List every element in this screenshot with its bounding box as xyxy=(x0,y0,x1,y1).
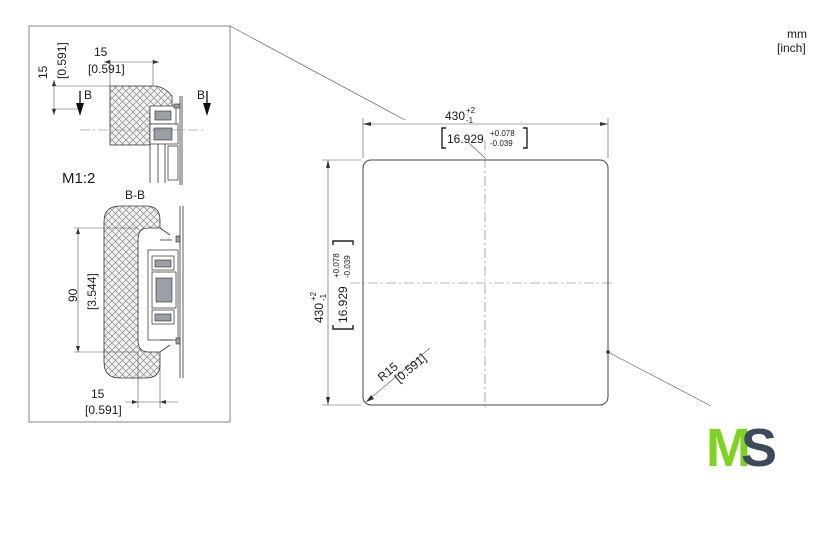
section-marker-right: B xyxy=(197,88,205,102)
logo-letter-m: M xyxy=(706,418,751,478)
logo-letter-s: S xyxy=(741,418,777,478)
panel-height-in-tol-upper: +0.078 xyxy=(332,253,341,278)
section-height-in: [3.544] xyxy=(85,273,99,310)
panel-width-in-tol-lower: -0.039 xyxy=(490,139,513,148)
panel-height-in-tol-lower: -0.039 xyxy=(343,255,352,278)
detail-frame xyxy=(28,25,231,423)
top-detail: 15 [0.591] 15 [0.591] B B xyxy=(36,42,211,185)
top-width-mm: 15 xyxy=(94,45,108,59)
section-profile-hatch xyxy=(103,205,161,379)
panel-width-in-tol-upper: +0.078 xyxy=(490,129,515,138)
section-arrow-left xyxy=(76,103,84,116)
bottom-width-in: [0.591] xyxy=(85,403,122,417)
units-inch: [inch] xyxy=(777,41,806,55)
panel-height-value: 430 xyxy=(312,303,326,323)
section-title: B-B xyxy=(125,188,145,202)
detail-leader-line xyxy=(229,25,406,121)
panel-height-tol-lower: -1 xyxy=(319,293,328,301)
top-width-in: [0.591] xyxy=(88,62,125,76)
panel-width-tol-upper: +2 xyxy=(466,106,476,115)
units-label: mm [inch] xyxy=(777,27,807,55)
panel-height-in-value: 16.929 xyxy=(336,286,350,323)
panel-width-in-value: 16.929 xyxy=(447,132,484,146)
section-marker-left: B xyxy=(84,88,92,102)
ms-logo: M S xyxy=(706,418,777,478)
top-height-in: [0.591] xyxy=(55,42,69,79)
panel-outline xyxy=(362,159,609,406)
scale-label: M1:2 xyxy=(62,170,95,187)
units-mm: mm xyxy=(787,27,807,41)
panel-width-tol-lower: -1 xyxy=(466,116,474,125)
section-bb-view: B-B 90 [3.544] 15 [0.591] xyxy=(66,188,184,417)
section-arrow-right xyxy=(203,103,211,116)
panel-height-tol-upper: +2 xyxy=(309,291,318,301)
panel-width-value: 430 xyxy=(445,109,465,123)
section-height-mm: 90 xyxy=(66,288,80,302)
main-panel-view: 430 +2 -1 16.929 +0.078 -0.039 430 +2 -1… xyxy=(309,106,712,408)
bottom-width-mm: 15 xyxy=(91,387,105,401)
top-height-mm: 15 xyxy=(36,65,50,79)
